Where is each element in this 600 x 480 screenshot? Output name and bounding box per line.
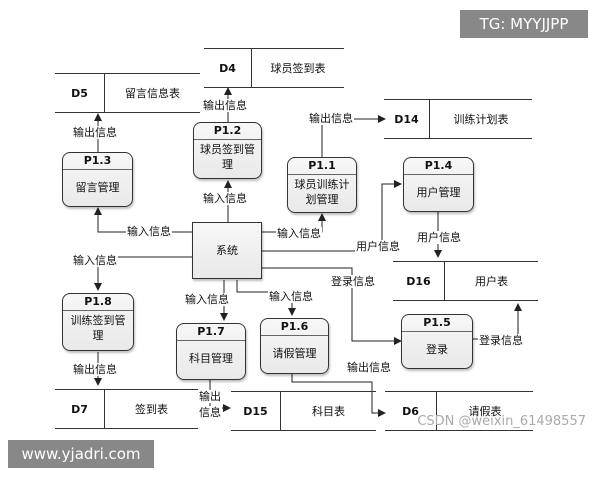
flow-system-p14: [262, 180, 402, 252]
label-out-d7: 输出信息: [72, 363, 118, 376]
store-d14-id: D14: [384, 99, 430, 139]
process-system: 系统: [192, 222, 262, 279]
store-d14-name: 训练计划表: [430, 99, 532, 139]
label-out-d15-b: 信息: [198, 406, 222, 419]
flow-system-p16: [236, 280, 296, 316]
label-in-p11: 输入信息: [276, 227, 322, 240]
store-d6-id: D6: [385, 391, 437, 431]
store-d5-name: 留言信息表: [105, 73, 200, 113]
process-p14-id: P1.4: [404, 158, 473, 175]
process-p17-name: 科目管理: [189, 352, 233, 365]
store-d4-id: D4: [204, 48, 252, 88]
store-d6: D6 请假表: [385, 391, 533, 431]
label-user-info-d16: 用户信息: [416, 231, 462, 244]
process-p16-name: 请假管理: [272, 347, 317, 360]
label-out-d14: 输出信息: [308, 112, 354, 125]
process-p11: P1.1 球员训练计划管理: [287, 157, 357, 213]
label-out-d5: 输出信息: [72, 126, 118, 139]
store-d6-name: 请假表: [437, 391, 533, 431]
process-p18-id: P1.8: [63, 294, 133, 311]
process-p18: P1.8 训练签到管理: [62, 293, 134, 351]
label-in-p16: 输入信息: [268, 290, 314, 303]
process-p17-id: P1.7: [177, 324, 245, 341]
label-out-d6: 输出信息: [346, 361, 392, 374]
watermark-bottom-left: www.yjadri.com: [8, 440, 154, 468]
store-d7: D7 签到表: [55, 389, 198, 429]
store-d7-name: 签到表: [105, 389, 198, 429]
store-d7-id: D7: [55, 389, 105, 429]
process-p12: P1.2 球员签到管理: [193, 122, 262, 179]
store-d4-name: 球员签到表: [252, 48, 344, 88]
process-p13: P1.3 留言管理: [62, 152, 133, 207]
process-system-name: 系统: [216, 244, 238, 257]
process-p17: P1.7 科目管理: [176, 323, 246, 380]
store-d16: D16 用户表: [393, 261, 538, 301]
process-p13-name: 留言管理: [75, 181, 120, 194]
label-in-p13: 输入信息: [126, 225, 172, 238]
process-p11-name: 球员训练计划管理: [294, 178, 350, 206]
store-d16-name: 用户表: [445, 261, 538, 301]
process-p11-id: P1.1: [288, 158, 356, 175]
label-user-info-p14: 用户信息: [355, 240, 401, 253]
label-login-info-d16: 登录信息: [478, 334, 524, 347]
flow-p16-d6: [291, 374, 386, 417]
store-d15-id: D15: [231, 391, 281, 431]
store-d5-id: D5: [55, 73, 105, 113]
label-login-info: 登录信息: [330, 275, 376, 288]
label-in-p18: 输入信息: [72, 254, 118, 267]
store-d5: D5 留言信息表: [55, 73, 200, 113]
process-p12-id: P1.2: [194, 123, 261, 140]
store-d15: D15 科目表: [231, 391, 376, 431]
store-d15-name: 科目表: [281, 391, 376, 431]
process-p16-id: P1.6: [261, 319, 328, 336]
flow-system-p15: [262, 267, 402, 345]
store-d14: D14 训练计划表: [384, 99, 532, 139]
process-p16: P1.6 请假管理: [260, 318, 329, 374]
store-d16-id: D16: [393, 261, 445, 301]
watermark-csdn: CSDN @weixin_61498557: [417, 414, 586, 429]
label-in-p12: 输入信息: [202, 192, 248, 205]
process-p14: P1.4 用户管理: [403, 157, 474, 212]
process-p15-id: P1.5: [402, 315, 472, 332]
process-p18-name: 训练签到管理: [70, 314, 126, 342]
process-p15-name: 登录: [426, 343, 448, 356]
process-p13-id: P1.3: [63, 153, 132, 170]
label-out-d15-a: 输出: [198, 390, 222, 403]
process-p15: P1.5 登录: [401, 314, 473, 369]
process-p12-name: 球员签到管理: [200, 143, 255, 171]
label-in-p17: 输入信息: [184, 293, 230, 306]
watermark-top-right: TG: MYYJJPP: [460, 10, 588, 38]
store-d4: D4 球员签到表: [204, 48, 344, 88]
label-out-d4: 输出信息: [202, 99, 248, 112]
process-p14-name: 用户管理: [416, 186, 461, 199]
